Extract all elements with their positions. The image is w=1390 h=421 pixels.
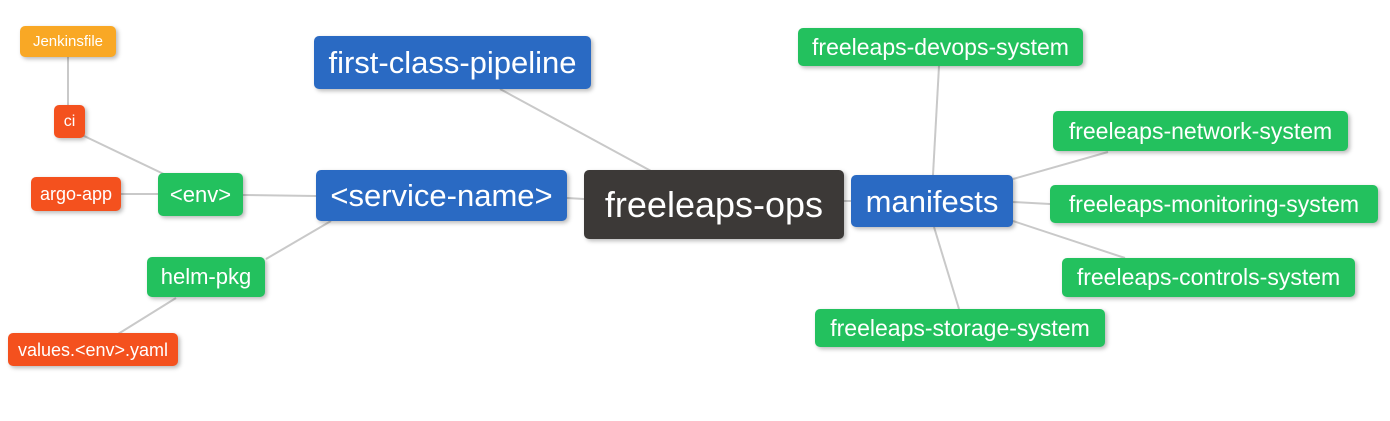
node-argo-app[interactable]: argo-app [31, 177, 121, 211]
edge-manifests-devops [932, 65, 940, 176]
edge-env-service-name [242, 194, 317, 197]
node-env[interactable]: <env> [158, 173, 243, 216]
edge-values-helm-pkg [117, 297, 177, 335]
node-freeleaps-monitoring-system[interactable]: freeleaps-monitoring-system [1050, 185, 1378, 223]
node-devops-system-label: freeleaps-devops-system [812, 33, 1069, 60]
node-first-class-pipeline[interactable]: first-class-pipeline [314, 36, 591, 89]
node-jenkinsfile-label: Jenkinsfile [32, 33, 104, 50]
edge-ci-env [81, 134, 171, 178]
node-manifests-label: manifests [865, 183, 999, 219]
edge-manifests-controls [1012, 220, 1126, 259]
node-freeleaps-controls-system[interactable]: freeleaps-controls-system [1062, 258, 1355, 297]
node-freeleaps-storage-system[interactable]: freeleaps-storage-system [815, 309, 1105, 347]
node-freeleaps-ops-root[interactable]: freeleaps-ops [584, 170, 844, 239]
node-ci-label: ci [63, 112, 76, 130]
node-first-class-pipeline-label: first-class-pipeline [328, 45, 577, 80]
node-network-system-label: freeleaps-network-system [1068, 117, 1333, 144]
edge-manifests-network [1012, 151, 1109, 180]
node-ci[interactable]: ci [54, 105, 85, 138]
node-values-env-yaml-label: values.<env>.yaml [17, 339, 169, 360]
node-service-name[interactable]: <service-name> [316, 170, 567, 221]
node-controls-system-label: freeleaps-controls-system [1076, 264, 1341, 290]
node-helm-pkg[interactable]: helm-pkg [147, 257, 265, 297]
node-service-name-label: <service-name> [330, 178, 553, 213]
node-jenkinsfile[interactable]: Jenkinsfile [20, 26, 116, 57]
edge-helm-pkg-service-name [265, 220, 332, 260]
edge-manifests-storage [933, 226, 960, 310]
node-freeleaps-network-system[interactable]: freeleaps-network-system [1053, 111, 1348, 151]
node-storage-system-label: freeleaps-storage-system [830, 314, 1090, 341]
node-manifests[interactable]: manifests [851, 175, 1013, 227]
node-env-label: <env> [169, 181, 232, 207]
node-freeleaps-ops-label: freeleaps-ops [604, 183, 824, 225]
node-helm-pkg-label: helm-pkg [160, 264, 252, 289]
node-freeleaps-devops-system[interactable]: freeleaps-devops-system [798, 28, 1083, 66]
node-argo-app-label: argo-app [39, 184, 113, 204]
edge-manifests-monitoring [1012, 201, 1051, 205]
edge-pipeline-freeleaps-ops [499, 88, 652, 172]
edge-service-name-freeleaps-ops [566, 197, 585, 200]
node-monitoring-system-label: freeleaps-monitoring-system [1068, 190, 1360, 217]
node-values-env-yaml[interactable]: values.<env>.yaml [8, 333, 178, 366]
